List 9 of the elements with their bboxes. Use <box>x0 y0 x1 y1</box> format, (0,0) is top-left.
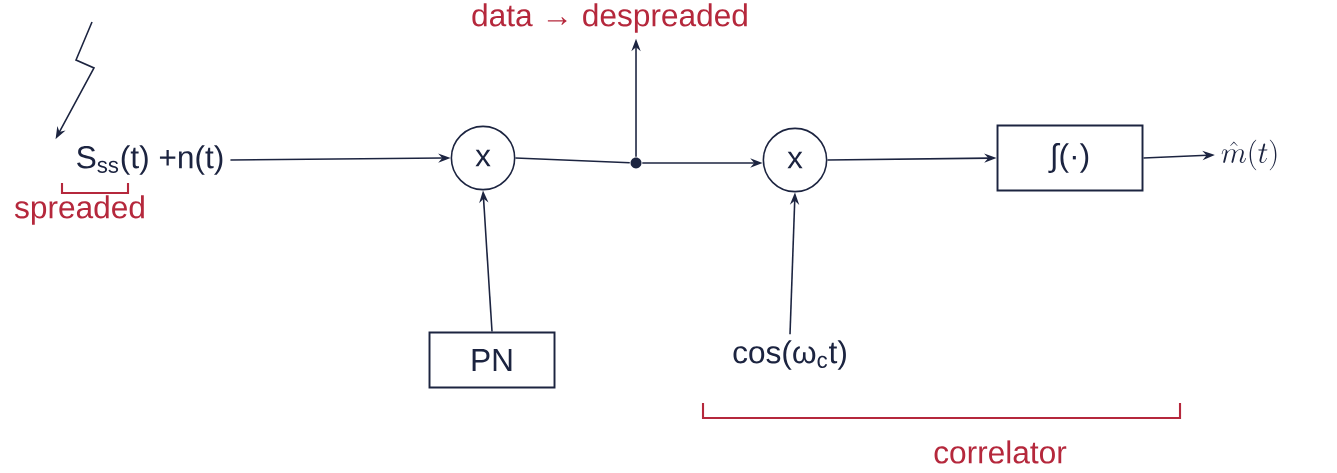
carrier-expression: cos(ω$_{c}$t) <box>733 340 846 370</box>
annotation-text: data → despreaded <box>472 3 747 33</box>
annotation-label: spreaded <box>14 195 144 225</box>
integrator-box: ∫(·) <box>996 124 1144 192</box>
annotation-label: correlator <box>934 440 1067 464</box>
pn-box: PN <box>428 331 556 389</box>
signal-expression: S$_{ss}$(t) +n(t) <box>77 145 223 175</box>
output-symbol: $\hat{m}(t)$ <box>1221 139 1277 171</box>
connector-line <box>514 157 631 164</box>
